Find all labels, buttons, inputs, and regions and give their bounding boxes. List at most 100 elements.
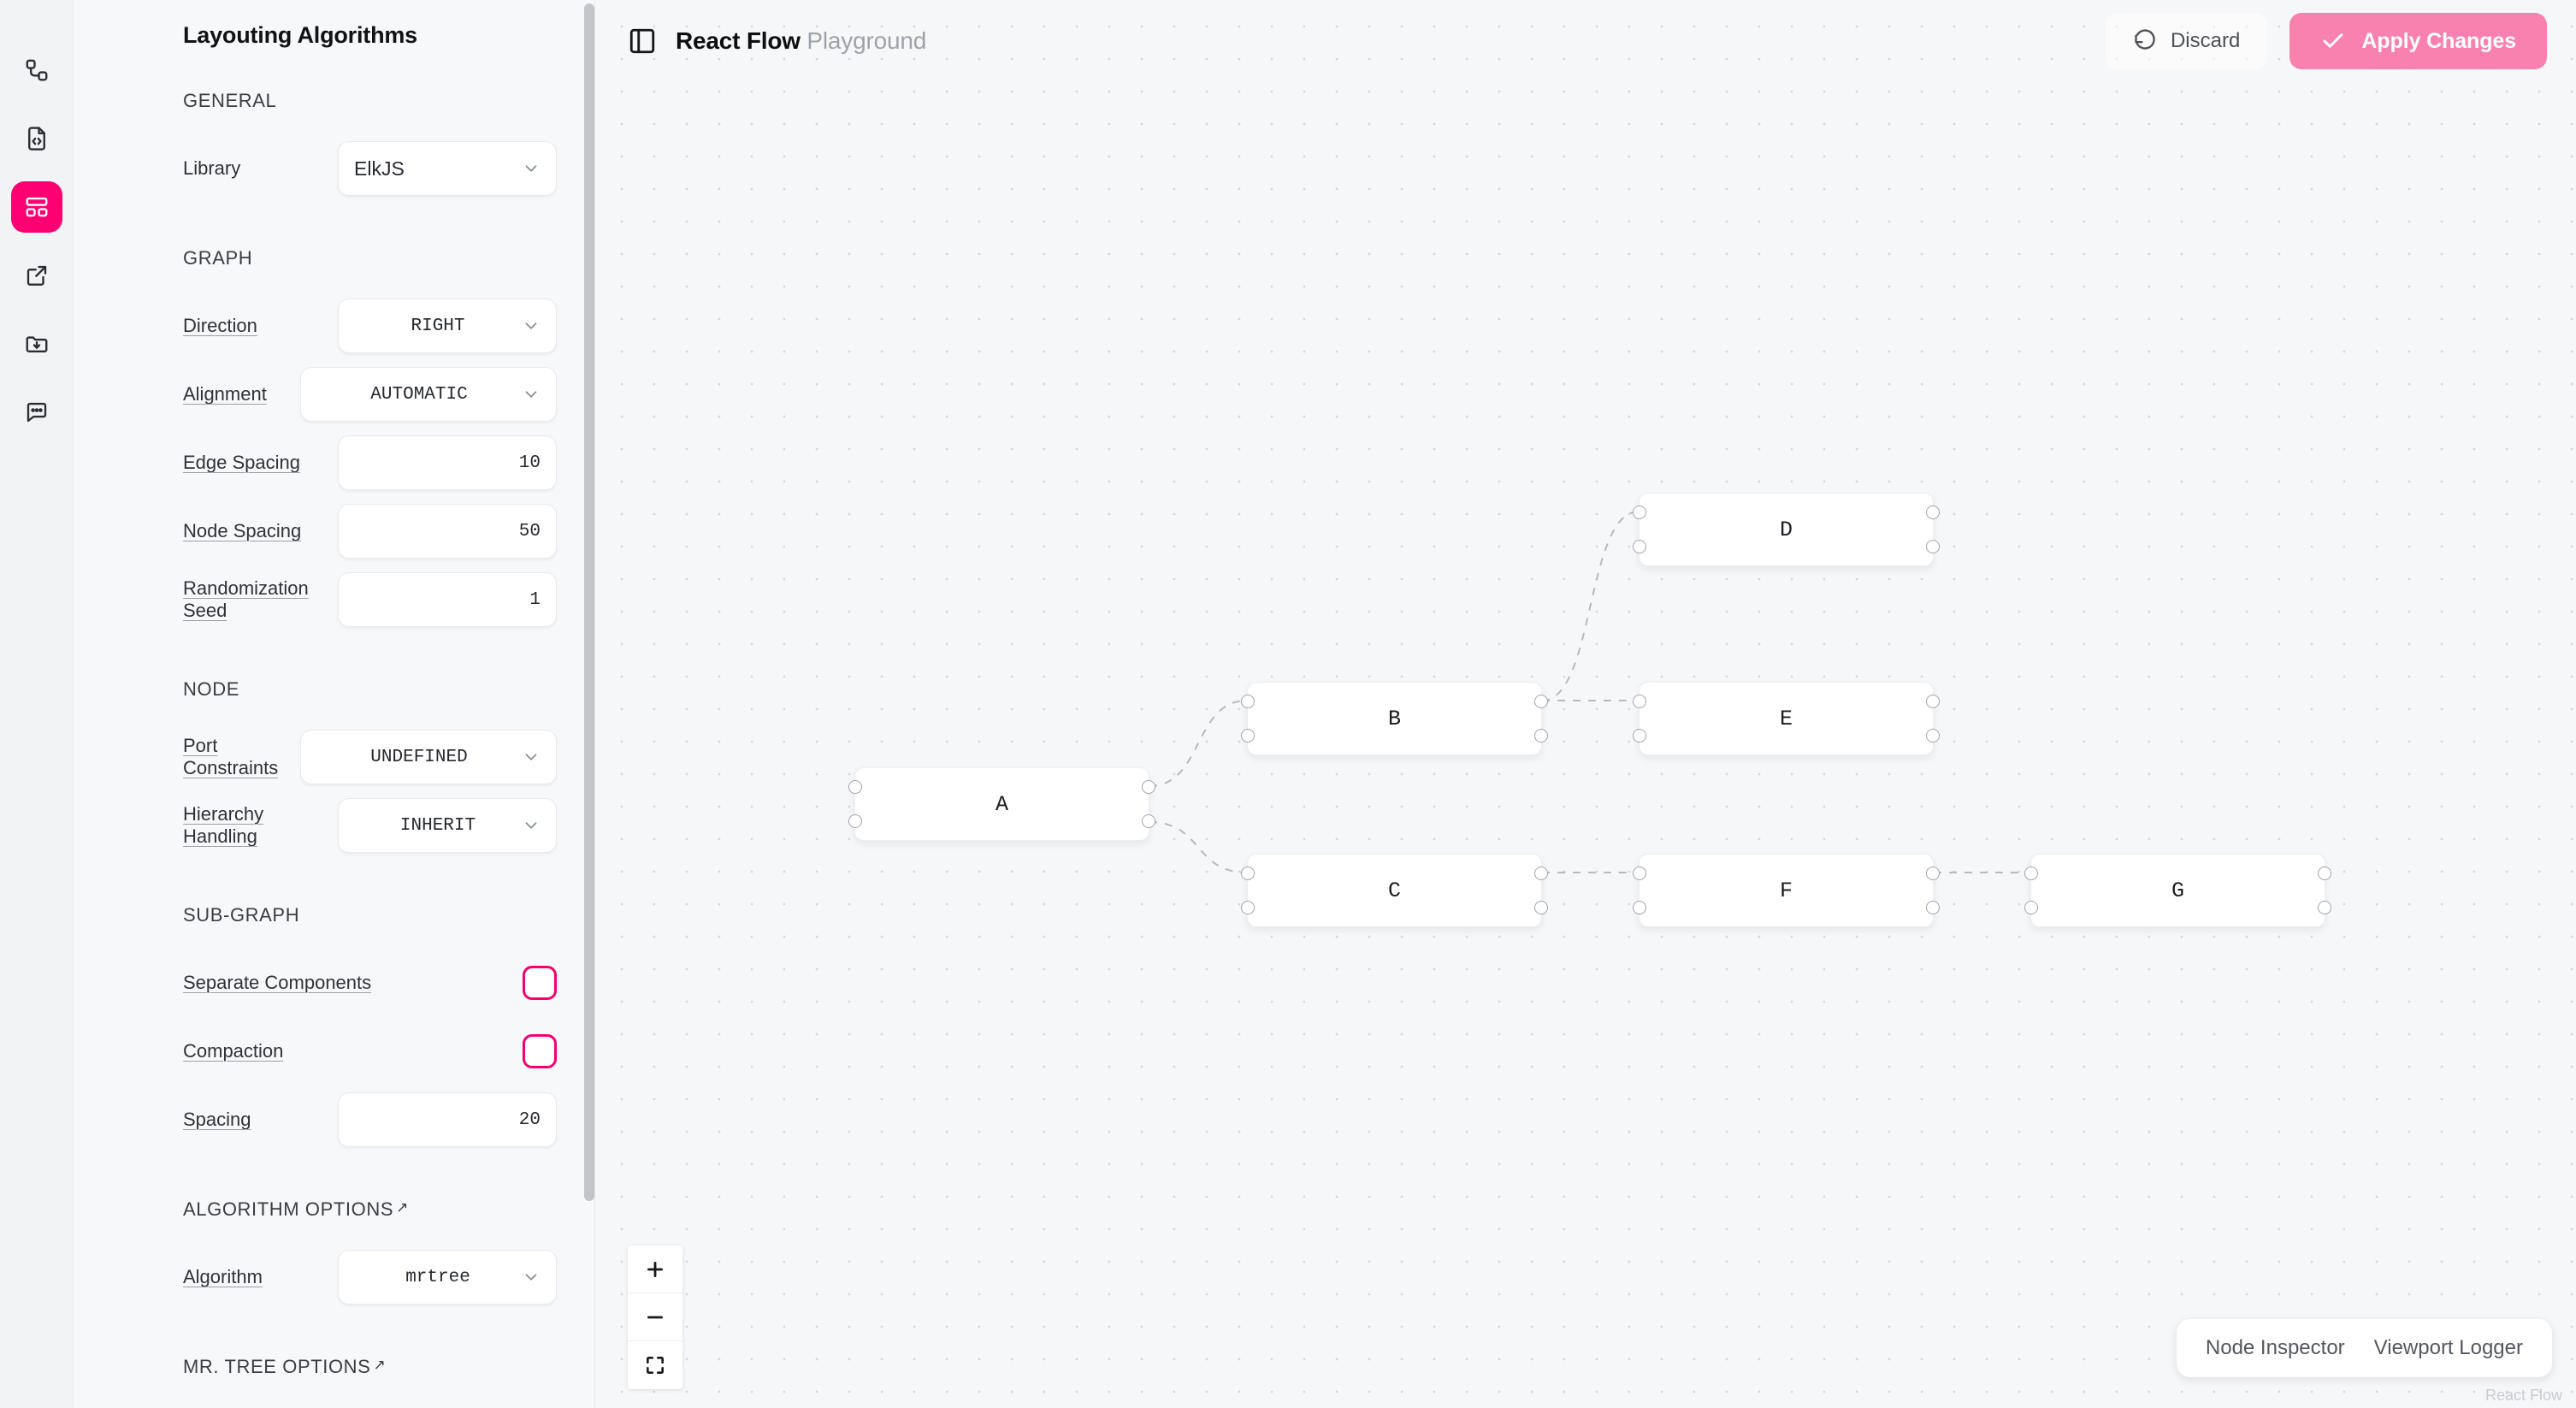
handle-right-bottom-handle[interactable]: [1534, 729, 1548, 742]
setting-checkbox-compaction[interactable]: [523, 1034, 557, 1068]
setting-label-edge-spacing: Edge Spacing: [183, 452, 300, 473]
setting-select-direction[interactable]: RIGHT: [338, 299, 557, 353]
handle-right-bottom-handle[interactable]: [1142, 814, 1155, 828]
handle-right-bottom-handle[interactable]: [1926, 901, 1940, 914]
handle-right-top-handle[interactable]: [1534, 695, 1548, 708]
chevron-down-icon: [522, 317, 541, 335]
setting-label-port-constraints: Port Constraints: [183, 735, 279, 778]
handle-left-top-handle[interactable]: [1241, 695, 1255, 708]
handle-left-bottom-handle[interactable]: [1241, 729, 1255, 742]
brand-name: React Flow: [676, 27, 801, 54]
setting-input-node-spacing[interactable]: 50: [338, 504, 557, 559]
handle-left-top-handle[interactable]: [1241, 867, 1255, 880]
sidebar-item-share[interactable]: [11, 250, 62, 301]
setting-value-library: ElkJS: [354, 157, 405, 180]
brand-group: React Flow Playground: [628, 27, 926, 56]
handle-left-bottom-handle[interactable]: [848, 814, 862, 828]
sidebar-item-feedback[interactable]: [11, 387, 62, 438]
setting-input-edge-spacing[interactable]: 10: [338, 435, 557, 490]
handle-left-bottom-handle[interactable]: [1241, 901, 1255, 914]
handle-left-top-handle[interactable]: [1633, 695, 1646, 708]
setting-select-port-constraints[interactable]: UNDEFINED: [300, 730, 557, 784]
external-link-arrow-icon: ↗: [373, 1357, 387, 1373]
setting-select-library[interactable]: ElkJS: [338, 141, 557, 196]
handle-right-bottom-handle[interactable]: [1926, 729, 1940, 742]
setting-value-spacing: 20: [518, 1109, 541, 1130]
panel-scrollbar-thumb[interactable]: [584, 3, 594, 1201]
setting-value-algorithm: mrtree: [405, 1267, 470, 1287]
setting-checkbox-separate-components[interactable]: [523, 966, 557, 1000]
setting-row-compaction: Compaction: [183, 1017, 557, 1086]
apply-changes-button[interactable]: Apply Changes: [2289, 13, 2547, 69]
section-heading-graph: GRAPH: [183, 247, 557, 269]
section-heading-mr-tree-options[interactable]: MR. TREE OPTIONS↗: [183, 1356, 557, 1378]
setting-input-randomization-seed[interactable]: 1: [338, 572, 557, 627]
handle-right-bottom-handle[interactable]: [2318, 901, 2331, 914]
setting-select-hierarchy-handling[interactable]: INHERIT: [338, 798, 557, 853]
handle-right-top-handle[interactable]: [1926, 867, 1940, 880]
handle-left-top-handle[interactable]: [848, 780, 862, 794]
chevron-down-icon: [522, 816, 541, 835]
sidebar-item-layout[interactable]: [10, 181, 62, 233]
sidebar-item-workflow[interactable]: [11, 44, 62, 96]
handle-left-bottom-handle[interactable]: [1633, 540, 1646, 553]
tool-node-inspector[interactable]: Node Inspector: [2205, 1336, 2345, 1359]
handle-right-bottom-handle[interactable]: [1926, 540, 1940, 553]
minus-icon: [644, 1306, 666, 1328]
sidebar-item-code[interactable]: [11, 113, 62, 164]
setting-label-hierarchy-handling: Hierarchy Handling: [183, 803, 264, 847]
flow-node[interactable]: D: [1633, 493, 1940, 566]
setting-value-randomization-seed: 1: [529, 589, 541, 610]
handle-right-top-handle[interactable]: [1534, 867, 1548, 880]
flow-node[interactable]: B: [1241, 682, 1548, 755]
handle-right-top-handle[interactable]: [1142, 780, 1155, 794]
flow-node[interactable]: C: [1241, 854, 1548, 927]
fit-view-button[interactable]: [628, 1341, 682, 1389]
section-heading-node: NODE: [183, 678, 557, 701]
section-heading-label: SUB-GRAPH: [183, 904, 300, 926]
flow-node[interactable]: E: [1633, 682, 1940, 755]
section-heading-sub-graph: SUB-GRAPH: [183, 904, 557, 926]
section-heading-algorithm-options[interactable]: ALGORITHM OPTIONS↗: [183, 1198, 557, 1221]
panel-scrollbar-track[interactable]: [584, 0, 594, 1408]
discard-label: Discard: [2170, 29, 2241, 52]
setting-label-library: Library: [183, 157, 241, 179]
flow-node-label: E: [1779, 706, 1793, 731]
folder-download-icon: [24, 331, 50, 357]
flow-node[interactable]: A: [848, 767, 1155, 841]
handle-left-top-handle[interactable]: [1633, 506, 1646, 519]
discard-button[interactable]: Discard: [2105, 13, 2268, 69]
setting-row-hierarchy-handling: Hierarchy Handling INHERIT: [183, 791, 557, 860]
handle-left-bottom-handle[interactable]: [1633, 901, 1646, 914]
zoom-in-button[interactable]: [628, 1245, 682, 1293]
handle-right-top-handle[interactable]: [1926, 506, 1940, 519]
flow-node-label: D: [1779, 517, 1793, 542]
flow-node-label: G: [2171, 878, 2184, 903]
flow-node[interactable]: G: [2024, 854, 2331, 927]
tool-viewport-logger[interactable]: Viewport Logger: [2373, 1336, 2523, 1359]
handle-left-top-handle[interactable]: [1633, 867, 1646, 880]
sidebar-item-download[interactable]: [11, 318, 62, 370]
zoom-out-button[interactable]: [628, 1293, 682, 1341]
handle-left-bottom-handle[interactable]: [1633, 729, 1646, 742]
handle-left-top-handle[interactable]: [2024, 867, 2038, 880]
setting-select-algorithm[interactable]: mrtree: [338, 1250, 557, 1304]
attribution-label[interactable]: React Flow: [2484, 1387, 2562, 1404]
setting-row-port-constraints: Port Constraints UNDEFINED: [183, 723, 557, 791]
workflow-nodes-icon: [24, 57, 50, 83]
flow-node[interactable]: F: [1633, 854, 1940, 927]
handle-right-bottom-handle[interactable]: [1534, 901, 1548, 914]
setting-input-spacing[interactable]: 20: [338, 1092, 557, 1147]
panel-left-icon[interactable]: [628, 27, 657, 56]
setting-label-algorithm: Algorithm: [183, 1266, 263, 1287]
topbar-actions: Discard Apply Changes: [2105, 13, 2547, 69]
handle-right-top-handle[interactable]: [2318, 867, 2331, 880]
handle-left-bottom-handle[interactable]: [2024, 901, 2038, 914]
setting-select-alignment[interactable]: AUTOMATIC: [300, 367, 557, 422]
flow-canvas[interactable]: React Flow Playground Discard: [595, 0, 2576, 1408]
node-layer: A B C D E F G: [595, 0, 2576, 1408]
setting-row-algorithm: Algorithm mrtree: [183, 1243, 557, 1311]
handle-right-top-handle[interactable]: [1926, 695, 1940, 708]
